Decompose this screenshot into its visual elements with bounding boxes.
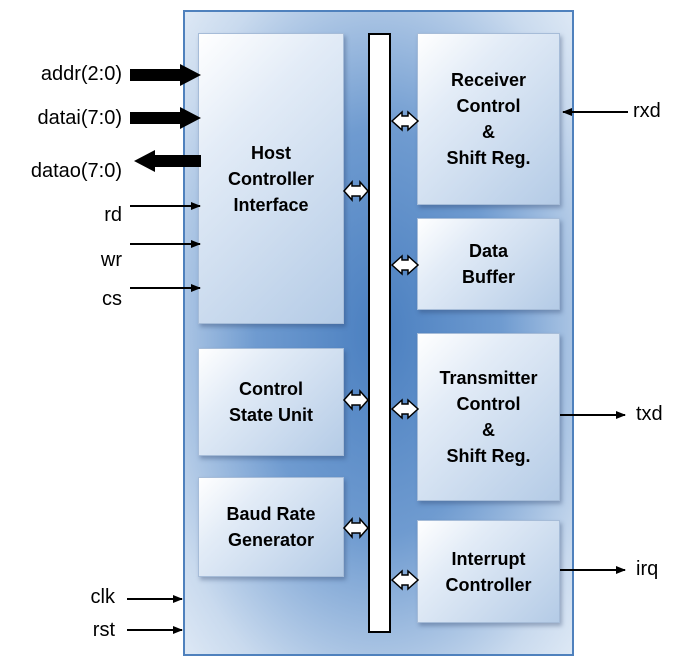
datao-label: datao(7:0)	[30, 160, 122, 182]
baud-rate-generator-block: Baud Rate Generator	[198, 477, 344, 577]
data-buffer-block: Data Buffer	[417, 218, 560, 310]
interrupt-controller-label: Interrupt Controller	[445, 548, 532, 595]
receiver-bus-double-arrow	[390, 110, 420, 132]
irq-label: irq	[636, 558, 659, 580]
rxd-label: rxd	[633, 100, 661, 122]
wr-label: wr	[100, 249, 122, 271]
internal-bus	[368, 33, 391, 633]
data-buffer-bus-double-arrow	[390, 254, 420, 276]
rd-label: rd	[104, 204, 122, 226]
control-state-unit-block: Control State Unit	[198, 348, 344, 456]
control-state-bus-double-arrow	[342, 389, 370, 411]
transmitter-control-block: Transmitter Control & Shift Reg.	[417, 333, 560, 501]
baud-bus-double-arrow	[342, 517, 370, 539]
datai-label: datai(7:0)	[37, 107, 123, 129]
transmitter-control-label: Transmitter Control & Shift Reg.	[439, 368, 538, 466]
interrupt-controller-block: Interrupt Controller	[417, 520, 560, 623]
datai-bus-arrow	[130, 107, 201, 129]
clk-label: clk	[90, 586, 115, 608]
baud-rate-generator-label: Baud Rate Generator	[226, 504, 316, 550]
txd-label: txd	[636, 403, 663, 425]
cs-label: cs	[102, 288, 122, 310]
addr-bus-arrow	[130, 64, 201, 86]
host-bus-double-arrow	[342, 180, 370, 202]
host-controller-interface-label: Host Controller Interface	[227, 142, 314, 215]
control-state-unit-label: Control State Unit	[228, 379, 313, 425]
interrupt-bus-double-arrow	[390, 569, 420, 591]
datao-bus-arrow	[134, 150, 201, 172]
transmitter-bus-double-arrow	[390, 398, 420, 420]
host-controller-interface-block: Host Controller Interface	[198, 33, 344, 324]
rst-label: rst	[92, 619, 115, 641]
receiver-control-label: Receiver Control & Shift Reg.	[446, 70, 531, 168]
receiver-control-block: Receiver Control & Shift Reg.	[417, 33, 560, 205]
addr-label: addr(2:0)	[40, 63, 122, 85]
data-buffer-label: Data Buffer	[462, 241, 515, 287]
